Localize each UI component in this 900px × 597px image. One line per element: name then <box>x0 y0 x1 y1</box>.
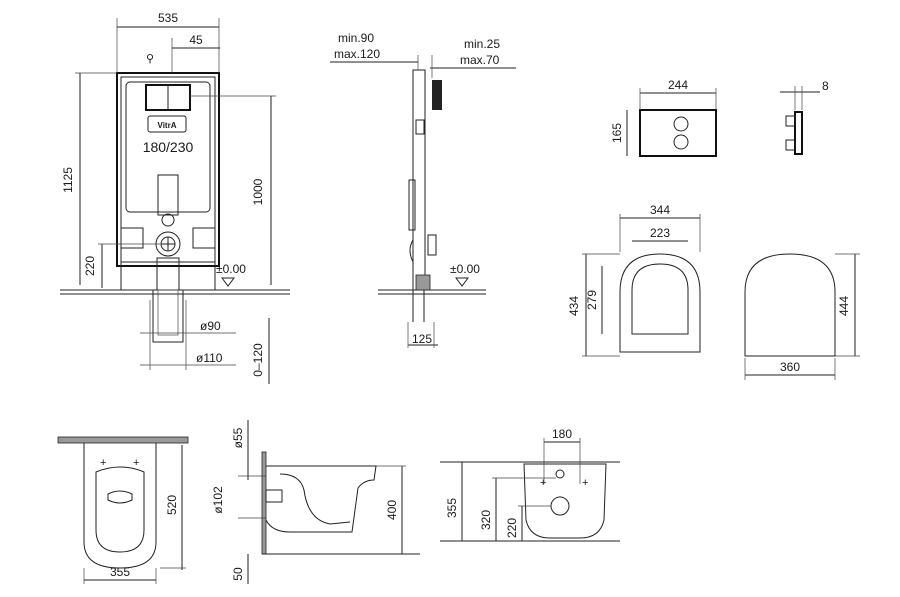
pan-outlet-height-label: 320 <box>479 510 493 530</box>
valve-icon: ⚲ <box>146 53 154 65</box>
pan-side-view: ø55 ø102 400 50 <box>211 420 420 584</box>
pan-floor-gap-label: 50 <box>231 567 245 581</box>
bolt-icon: + <box>582 477 588 489</box>
seat-width-label: 344 <box>650 203 670 217</box>
frame-brand-label: VitrA <box>158 121 177 130</box>
pan-bolt-spacing-label: 180 <box>552 427 572 441</box>
side-base-depth-label: 125 <box>412 332 432 346</box>
frame-inner-height-label: 1000 <box>251 178 265 205</box>
pan-pipe-b-label: ø102 <box>211 486 225 514</box>
frame-flush-offset-label: 45 <box>189 33 203 47</box>
seat-opening-width-label: 223 <box>650 226 670 240</box>
pan-inlet-height-label: 220 <box>505 518 519 538</box>
frame-height-label: 1125 <box>61 167 75 193</box>
pan-height-label: 400 <box>385 500 399 520</box>
side-zero-level-label: ±0.00 <box>450 262 480 276</box>
cover-width-label: 360 <box>780 360 800 374</box>
pan-front-height-label: 355 <box>445 498 459 518</box>
side-wall-max-label: max.70 <box>460 53 500 67</box>
pipe-range-label: 0–120 <box>251 343 265 377</box>
pan-pipe-a-label: ø55 <box>231 427 245 448</box>
side-depth-min-label: min.90 <box>338 31 374 45</box>
frame-zero-level-label: ±0.00 <box>216 262 246 276</box>
bolt-icon: + <box>100 457 106 469</box>
cover-length-label: 444 <box>837 296 851 316</box>
frame-inlet-height-label: 220 <box>83 256 97 276</box>
bolt-icon: + <box>133 457 139 469</box>
seat-length-label: 434 <box>567 296 581 316</box>
seat-opening-length-label: 279 <box>585 290 599 310</box>
frame-flush-height-label: 180/230 <box>143 139 194 155</box>
flush-plate-view: 244 165 8 <box>610 78 829 157</box>
seat-views: 344 223 434 279 360 444 <box>567 203 860 380</box>
plate-thickness-label: 8 <box>822 79 829 93</box>
frame-width-label: 535 <box>158 11 178 25</box>
plate-height-label: 165 <box>610 123 624 143</box>
plate-width-label: 244 <box>668 78 688 92</box>
side-depth-max-label: max.120 <box>334 47 380 61</box>
pan-front-view: + + 180 355 320 220 <box>440 427 620 542</box>
side-wall-min-label: min.25 <box>464 37 500 51</box>
pan-length-label: 520 <box>165 495 179 515</box>
frame-side-view: min.90 max.120 min.25 max.70 ±0.00 125 <box>330 31 516 348</box>
pipe-small-label: ø90 <box>200 319 221 333</box>
pan-width-label: 355 <box>110 565 130 579</box>
bolt-icon: + <box>540 477 546 489</box>
pipe-large-label: ø110 <box>196 351 223 365</box>
pan-top-view: + + 520 355 <box>57 436 189 584</box>
frame-front-view: VitrA 180/230 535 45 ⚲ 1125 <box>60 11 290 384</box>
